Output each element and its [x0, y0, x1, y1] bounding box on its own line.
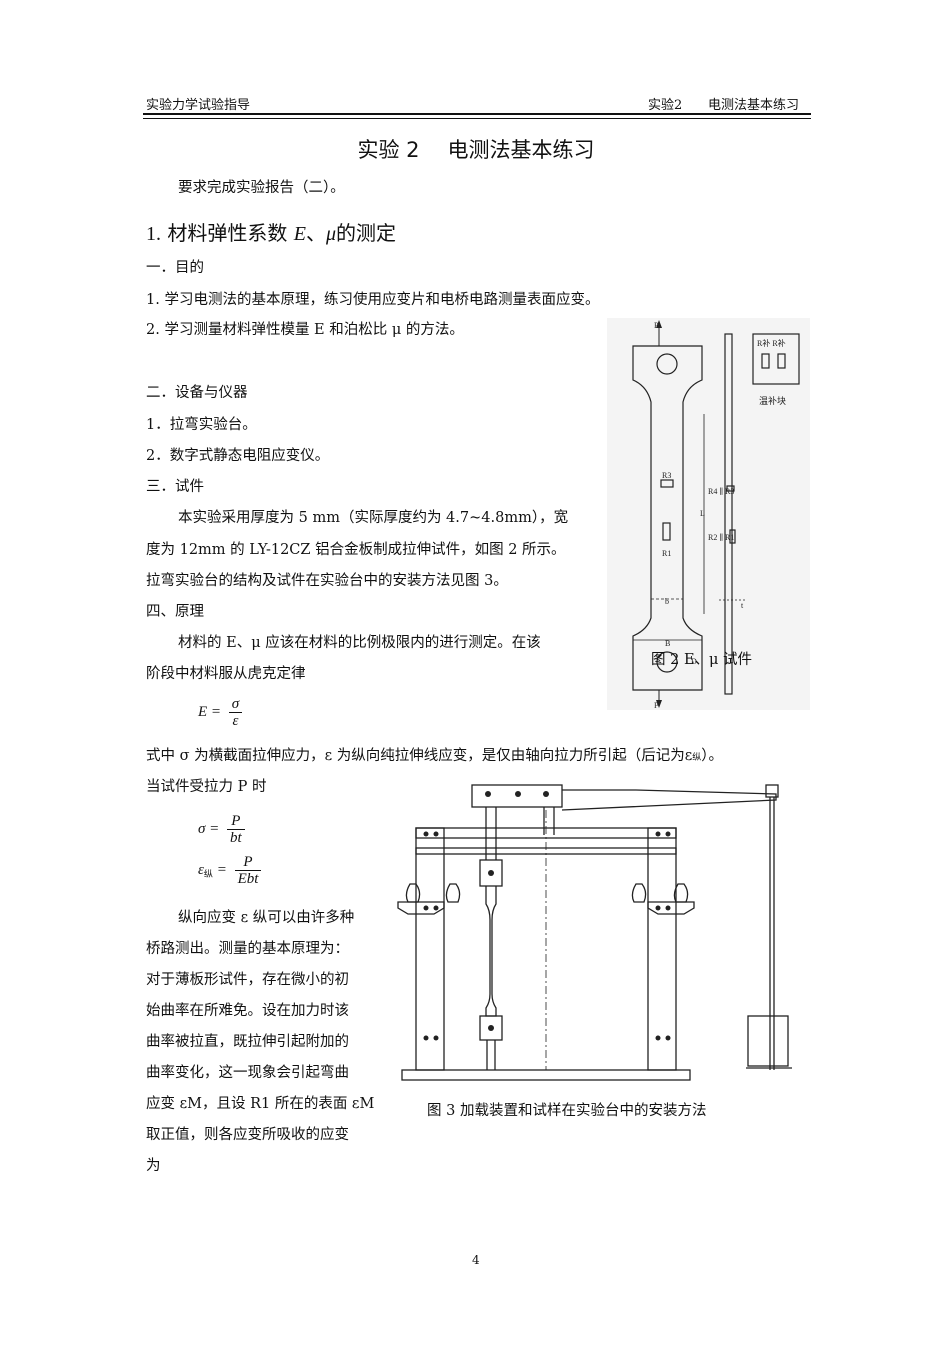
- para-line-4: 曲率被拉直，既拉伸引起附加的: [146, 1034, 349, 1050]
- figure-3-drawing: [397, 784, 792, 1081]
- para-line-0: 纵向应变 ε 纵可以由许多种: [178, 910, 355, 926]
- header-right-num: 实验2: [648, 98, 683, 113]
- eq1-num: σ: [228, 696, 243, 713]
- fig2-label-rbu: R补 R补: [757, 338, 786, 348]
- section-text-a: 材料弹性系数: [167, 221, 288, 245]
- para-line-5: 曲率变化，这一现象会引起弯曲: [146, 1065, 349, 1081]
- fig2-label-t: t: [741, 601, 744, 610]
- eq1-lhs: E =: [198, 703, 222, 720]
- eq3-lhs: ε: [198, 861, 204, 878]
- figure-2-caption: 图 2 E、μ 试件: [651, 652, 753, 668]
- fig2-label-b: b: [665, 597, 669, 606]
- section-mu: μ: [325, 223, 336, 245]
- header-rule-thin: [143, 118, 811, 119]
- equipment-item-2: 2．数字式静态电阻应变仪。: [146, 448, 330, 464]
- fig2-label-r1: R1: [662, 549, 671, 558]
- section-E: E: [293, 223, 306, 245]
- fig2-label-B: B: [665, 639, 670, 648]
- para-line-3: 始曲率在所难免。设在加力时该: [146, 1003, 349, 1019]
- section-text-b: 的测定: [335, 221, 396, 245]
- eq2-den: bt: [230, 830, 242, 846]
- principle-line-4: 当试件受拉力 P 时: [146, 779, 267, 795]
- intro-text: 要求完成实验报告（二）。: [178, 180, 345, 196]
- fig2-label-r3: R3: [662, 471, 671, 480]
- specimen-line-3: 拉弯实验台的结构及试件在实验台中的安装方法见图 3。: [146, 573, 508, 589]
- eq2-lhs: σ =: [198, 820, 220, 837]
- principle-line-1: 材料的 E、μ 应该在材料的比例极限内的进行测定。在该: [178, 635, 541, 651]
- header-right-title: 电测法基本练习: [708, 98, 800, 113]
- goal-item-1: 1. 学习电测法的基本原理，练习使用应变片和电桥电路测量表面应变。: [146, 292, 600, 308]
- figure-2: P P R3 R1 L b B D R4 ∥ R3 R2 ∥ R1 t R补 R…: [607, 318, 810, 710]
- section-number: 1.: [146, 223, 161, 245]
- fig2-label-l: L: [700, 509, 705, 518]
- page-number: 4: [472, 1253, 480, 1267]
- fig2-label-r2r1: R2 ∥ R1: [708, 533, 734, 542]
- equipment-heading: 二．设备与仪器: [146, 385, 248, 401]
- specimen-heading: 三．试件: [146, 479, 204, 495]
- principle-line-2: 阶段中材料服从虎克定律: [146, 666, 306, 682]
- goal-heading: 一．目的: [146, 260, 204, 276]
- principle-heading: 四、原理: [146, 604, 204, 620]
- page-title: 实验 2 电测法基本练习: [0, 134, 952, 164]
- line3-text: 式中 σ 为横截面拉伸应力，ε 为纵向纯拉伸线应变，是仅由轴向拉力所引起（后记为…: [146, 748, 693, 764]
- title-number: 实验 2: [357, 138, 420, 162]
- eq3-eq: =: [216, 861, 227, 878]
- line3-end: ）。: [701, 748, 724, 764]
- section-sep: 、: [305, 221, 326, 245]
- header-left: 实验力学试验指导: [146, 98, 251, 113]
- figure-3-caption: 图 3 加载装置和试样在实验台中的安装方法: [427, 1103, 707, 1119]
- principle-line-3: 式中 σ 为横截面拉伸应力，ε 为纵向纯拉伸线应变，是仅由轴向拉力所引起（后记为…: [146, 746, 723, 768]
- header-rule-thick: [143, 113, 811, 115]
- eq3-lhs-sub: 纵: [203, 868, 213, 879]
- figure-2-drawing: P P R3 R1 L b B D R4 ∥ R3 R2 ∥ R1 t R补 R…: [632, 320, 800, 710]
- fig2-label-wenbukuai: 温补块: [759, 395, 786, 406]
- fig2-label-p-top: P: [654, 321, 659, 330]
- fig2-label-p-bottom: P: [654, 701, 659, 710]
- eq3-den: Ebt: [237, 871, 259, 887]
- para-line-8: 为: [146, 1158, 161, 1174]
- eq3-num: P: [234, 854, 262, 871]
- fig2-label-d: D: [691, 657, 697, 666]
- eq2-num: P: [227, 813, 245, 830]
- para-line-1: 桥路测出。测量的基本原理为：: [146, 941, 349, 957]
- line3-sub: 纵: [692, 753, 702, 763]
- specimen-line-2: 度为 12mm 的 LY-12CZ 铝合金板制成拉伸试件，如图 2 所示。: [146, 542, 566, 558]
- goal-item-2: 2. 学习测量材料弹性模量 E 和泊松比 μ 的方法。: [146, 322, 464, 338]
- eq1-den: ε: [232, 713, 239, 729]
- specimen-line-1: 本实验采用厚度为 5 mm（实际厚度约为 4.7~4.8mm），宽: [178, 510, 569, 526]
- para-line-6: 应变 εM，且设 R1 所在的表面 εM: [146, 1096, 375, 1112]
- figure-3: [396, 780, 806, 1085]
- para-line-7: 取正值，则各应变所吸收的应变: [146, 1127, 349, 1143]
- fig2-label-r4r3: R4 ∥ R3: [708, 487, 734, 496]
- equipment-item-1: 1．拉弯实验台。: [146, 417, 257, 433]
- section-heading: 1. 材料弹性系数 E、μ的测定: [146, 217, 396, 246]
- title-text: 电测法基本练习: [447, 138, 595, 162]
- para-line-2: 对于薄板形试件，存在微小的初: [146, 972, 349, 988]
